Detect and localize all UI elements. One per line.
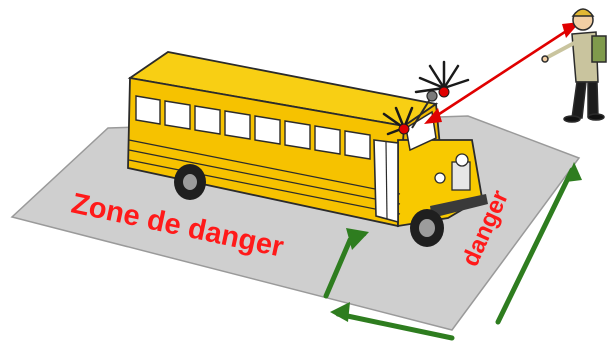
mirror-icon (427, 91, 437, 101)
headlight-icon (456, 154, 468, 166)
sight-line-arrow (424, 22, 580, 124)
